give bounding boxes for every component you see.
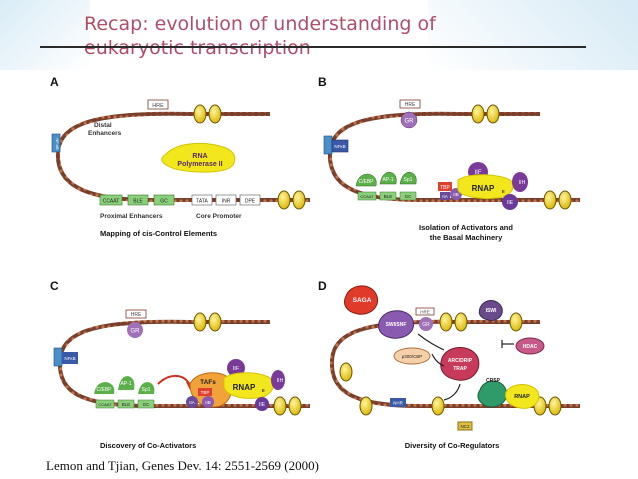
- panel-c-hre: HRE: [131, 312, 142, 318]
- panel-b-caption-2: the Basal Machinery: [430, 233, 503, 242]
- panel-b-rnap-sub: II: [502, 189, 505, 194]
- panel-b-tbp: TBP: [440, 185, 450, 191]
- transcription-figure: A HRE Distal Enhancers NF-κB RNA Polymer…: [40, 72, 596, 456]
- panel-a-rna-1: RNA: [192, 153, 207, 160]
- panel-c-box-ble: BLE: [122, 402, 131, 407]
- panel-a-letter: A: [50, 75, 59, 89]
- panel-c-rnap: RNAP: [233, 383, 256, 392]
- panel-a-rna-2: Polymerase II: [177, 161, 222, 168]
- panel-a-box-gc: GC: [160, 199, 168, 205]
- panel-c-activators: CCAAT BLE GC C/EBP AP-1 Sp1: [94, 376, 154, 408]
- panel-d-caption: Diversity of Co-Regulators: [405, 441, 500, 450]
- panel-b-iie: IIE: [507, 200, 514, 206]
- panel-b-iia: IIA: [442, 194, 448, 199]
- panel-d-letter: D: [318, 279, 327, 293]
- slide-title-line-1: Recap: evolution of understanding of: [84, 12, 504, 36]
- panel-b: B HRE GR NFκB CCAAT BLE GC C/EBP AP-1 Sp…: [318, 75, 580, 242]
- panel-d-p300: p300/CBP: [402, 354, 423, 359]
- panel-c-sp1: Sp1: [142, 387, 151, 393]
- slide-title-line-2: eukaryotic transcription: [84, 36, 504, 60]
- panel-c-cebp: C/EBP: [96, 387, 112, 393]
- panel-c-tbp: TBP: [201, 390, 210, 395]
- panel-c-box-ccaat: CCAAT: [98, 402, 112, 407]
- panel-c-caption: Discovery of Co-Activators: [100, 441, 196, 450]
- panel-b-iih: IIH: [519, 180, 526, 186]
- panel-b-activators: CCAAT BLE GC C/EBP AP-1 Sp1: [356, 172, 416, 200]
- panel-b-basal-machinery: IIF TBP IIA IIB RNAP II IIH IIE: [438, 162, 528, 210]
- panel-d-crsp: CRSP: [486, 378, 501, 384]
- panel-a-box-inr: INR: [222, 199, 231, 205]
- panel-d-arc: ARC/DRIP: [448, 358, 473, 364]
- panel-a: A HRE Distal Enhancers NF-κB RNA Polymer…: [50, 75, 310, 238]
- panel-c: C HRE GR NFκB CCAAT BLE GC C/EBP AP-1: [50, 279, 310, 450]
- panel-a-box-ble: BLE: [133, 199, 143, 205]
- panel-c-iia: IIA: [189, 400, 195, 405]
- panel-d-nc2: NC2: [460, 424, 469, 429]
- panel-b-box-ble: BLE: [384, 194, 393, 199]
- panel-a-box-ccaat: CCAAT: [103, 199, 120, 205]
- panel-c-ap1: AP-1: [120, 381, 131, 387]
- panel-d-nhr: NHR: [393, 401, 403, 406]
- panel-a-caption: Mapping of cis-Control Elements: [100, 229, 217, 238]
- panel-b-letter: B: [318, 75, 327, 89]
- panel-b-caption-1: Isolation of Activators and: [419, 223, 513, 232]
- panel-c-iih: IIH: [277, 378, 284, 384]
- panel-a-core: Core Promoter: [196, 213, 242, 220]
- panel-a-box-dpe: DPE: [245, 199, 256, 205]
- title-divider: [40, 46, 586, 48]
- panel-c-rnap-sub: II: [262, 388, 265, 393]
- panel-c-letter: C: [50, 279, 59, 293]
- panel-b-dna: [330, 114, 580, 200]
- panel-d-hre: HRE: [420, 310, 430, 315]
- panel-c-iie: IIE: [259, 402, 266, 408]
- panel-d-swisnf: SWI/SNF: [386, 322, 407, 328]
- panel-b-ap1: AP-1: [382, 177, 393, 183]
- panel-a-proximal: Proximal Enhancers: [100, 213, 163, 220]
- panel-c-co-activators: TAFs TBP IIA IIB IIF RNAP II IIH IIE: [186, 359, 285, 411]
- panel-b-iib: IIB: [453, 192, 459, 197]
- panel-b-hre: HRE: [405, 102, 416, 108]
- panel-c-arrow: [158, 376, 190, 386]
- figure-panels: A HRE Distal Enhancers NF-κB RNA Polymer…: [40, 72, 596, 456]
- panel-d-hdac: HDAC: [523, 344, 538, 350]
- panel-d-saga: SAGA: [353, 297, 372, 304]
- panel-b-nfkb: NFκB: [334, 144, 345, 149]
- panel-d-rnap: RNAP: [514, 394, 530, 400]
- panel-a-distal-1: Distal: [94, 122, 112, 129]
- panel-c-tafs: TAFs: [200, 379, 216, 386]
- panel-a-hre: HRE: [152, 103, 164, 109]
- background-gradient-left: [0, 0, 90, 70]
- panel-c-box-gc: GC: [143, 402, 151, 407]
- panel-a-nfkb: NF-κB: [55, 138, 60, 150]
- citation: Lemon and Tjian, Genes Dev. 14: 2551-256…: [46, 458, 319, 474]
- panel-b-box-ccaat: CCAAT: [360, 194, 374, 199]
- panel-c-iib: IIB: [205, 400, 211, 405]
- panel-b-cebp: C/EBP: [358, 179, 374, 185]
- panel-b-sp1: Sp1: [404, 177, 413, 183]
- panel-a-distal-2: Enhancers: [88, 130, 122, 137]
- panel-b-rnap: RNAP: [472, 184, 495, 193]
- panel-c-gr: GR: [131, 329, 141, 335]
- panel-b-box-gc: GC: [405, 194, 413, 199]
- panel-c-nfkb: NFκB: [64, 356, 75, 361]
- panel-c-iif: IIF: [233, 366, 240, 372]
- panel-a-box-tata: TATA: [196, 199, 208, 205]
- slide-title: Recap: evolution of understanding of euk…: [84, 12, 504, 60]
- panel-d: D SAGA SWI/SNF HRE GR p300/CBP ARC/DRIP …: [318, 279, 580, 450]
- panel-b-gr: GR: [405, 119, 415, 125]
- panel-d-iswi: ISWI: [486, 308, 497, 314]
- panel-d-trap: TRAP: [453, 366, 467, 372]
- panel-d-gr: GR: [422, 322, 430, 328]
